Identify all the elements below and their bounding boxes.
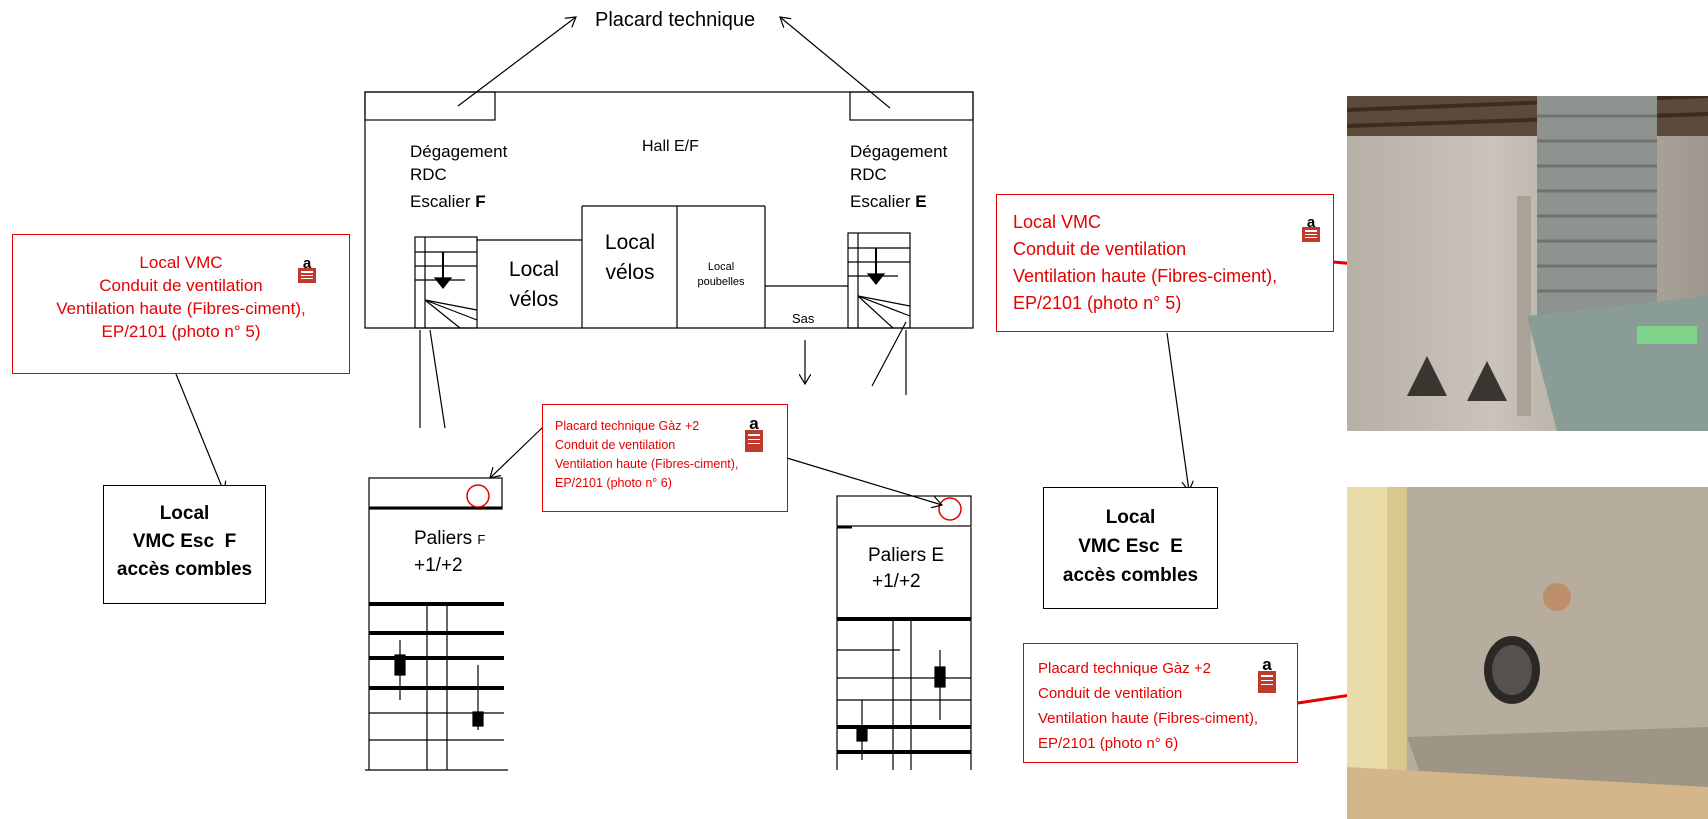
callout-vmc-right: Local VMC Conduit de ventilation Ventila…: [996, 194, 1334, 332]
paliers-f-label: Paliers F +1/+2: [414, 528, 486, 576]
hall-label: Hall E/F: [642, 138, 699, 155]
asbestos-badge-icon: a: [1302, 214, 1320, 242]
room-vmc-esc-f: Local VMC Esc F accès combles: [103, 485, 266, 604]
degagement-f-label: Dégagement RDC Escalier F: [410, 142, 508, 211]
degagement-e-label: Dégagement RDC Escalier E: [850, 142, 948, 211]
svg-text:a: a: [1307, 214, 1316, 231]
photo-gaz-duct: [1347, 487, 1708, 819]
asbestos-badge-icon: a: [745, 414, 763, 452]
callout-vmc-left: Local VMC Conduit de ventilation Ventila…: [12, 234, 350, 374]
stair-continuation-lines: [419, 321, 907, 429]
callout-gaz-right: Placard technique Gàz +2 Conduit de vent…: [1023, 643, 1298, 763]
ground-floor-plan: [364, 91, 974, 329]
sas-label: Sas: [792, 311, 815, 326]
photo-vmc-duct: [1347, 96, 1708, 431]
paliers-e-label: Paliers E +1/+2: [868, 545, 945, 592]
svg-text:a: a: [303, 255, 312, 272]
placard-arrows: [457, 17, 891, 109]
svg-text:a: a: [749, 414, 759, 433]
callout-gaz-center: Placard technique Gàz +2 Conduit de vent…: [542, 404, 788, 512]
room-vmc-esc-e: Local VMC Esc E accès combles: [1043, 487, 1218, 609]
svg-text:a: a: [1262, 655, 1272, 674]
asbestos-badge-icon: a: [1258, 655, 1276, 693]
paliers-e-plan: [836, 495, 972, 770]
callout-leaders: [175, 332, 1189, 505]
placard-technique-label: Placard technique: [595, 9, 756, 31]
asbestos-badge-icon: a: [298, 255, 316, 283]
paliers-f-plan: [365, 477, 508, 771]
